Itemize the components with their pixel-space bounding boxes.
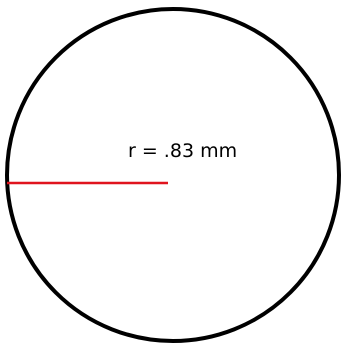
circle-outline: [5, 7, 341, 343]
radius-label: r = .83 mm: [128, 140, 237, 162]
